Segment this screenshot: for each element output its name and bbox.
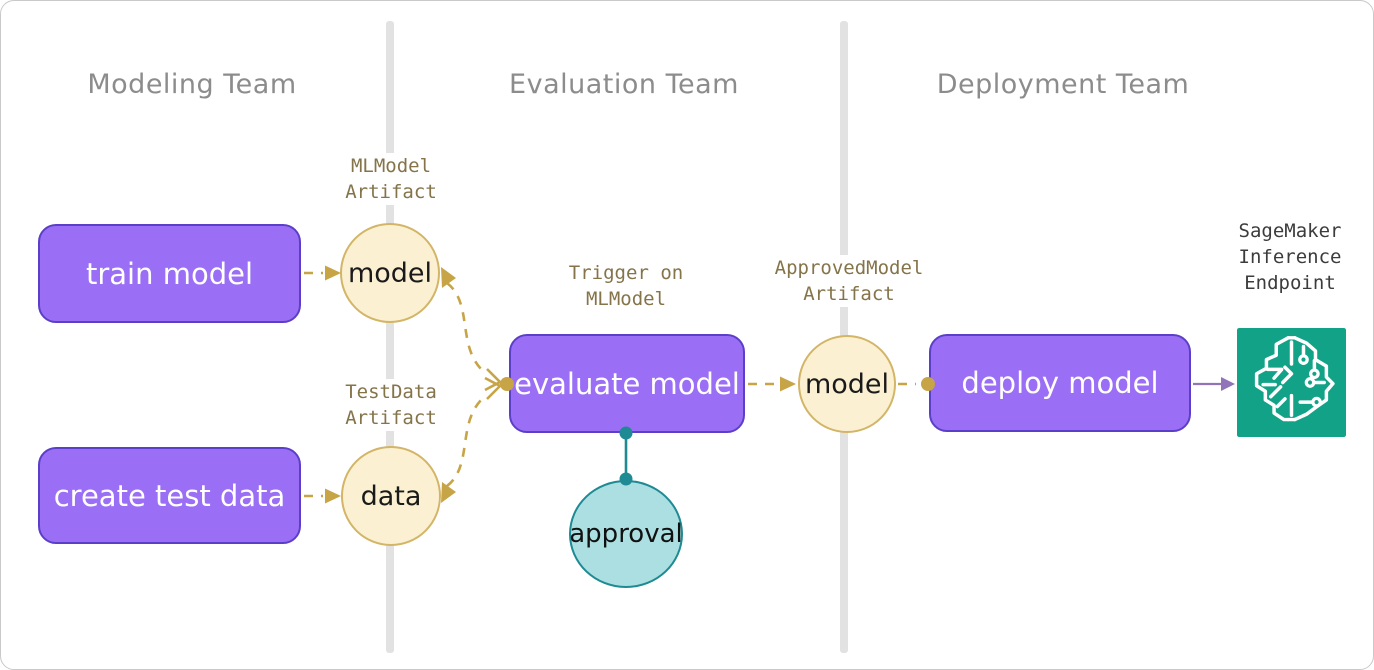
lane-title-deployment: Deployment Team bbox=[936, 69, 1190, 100]
deploy-model-label: deploy model bbox=[961, 366, 1159, 400]
task-node-train-model: train model bbox=[38, 224, 301, 323]
create-test-data-label: create test data bbox=[53, 478, 286, 513]
mlmodel-artifact-line2: Artifact bbox=[345, 181, 437, 203]
mlmodel-artifact-label: MLModel Artifact bbox=[342, 153, 440, 205]
edge-model-to-evaluate bbox=[441, 267, 503, 392]
artifact-node-model-1: model bbox=[340, 223, 440, 323]
approval-label: approval bbox=[569, 519, 683, 549]
task-node-deploy-model: deploy model bbox=[929, 334, 1191, 432]
approvedmodel-artifact-label: ApprovedModel Artifact bbox=[771, 255, 927, 307]
lane-title-evaluation: Evaluation Team bbox=[509, 69, 739, 100]
sagemaker-endpoint-line2: Inference bbox=[1238, 246, 1342, 268]
edge-deploy-to-endpoint bbox=[1193, 377, 1235, 391]
artifact-node-model-2: model bbox=[798, 335, 896, 433]
trigger-on-mlmodel-label: Trigger on MLModel bbox=[565, 260, 687, 312]
edge-create-to-data bbox=[304, 488, 341, 504]
edge-data-to-evaluate bbox=[441, 376, 503, 503]
train-model-label: train model bbox=[85, 256, 254, 291]
task-node-create-test-data: create test data bbox=[38, 447, 301, 544]
approvedmodel-line2: Artifact bbox=[803, 283, 895, 305]
lane-divider-1 bbox=[386, 21, 394, 653]
data-artifact-label: data bbox=[360, 480, 422, 512]
artifact-node-data: data bbox=[341, 446, 441, 546]
model-artifact-1-label: model bbox=[347, 257, 433, 289]
approval-node: approval bbox=[569, 480, 683, 588]
testdata-artifact-label: TestData Artifact bbox=[342, 379, 440, 431]
sagemaker-endpoint-label: SageMaker Inference Endpoint bbox=[1235, 218, 1345, 296]
sagemaker-endpoint-line3: Endpoint bbox=[1244, 272, 1336, 294]
trigger-line2: MLModel bbox=[585, 288, 667, 310]
testdata-artifact-line1: TestData bbox=[345, 381, 437, 403]
sagemaker-brain-icon bbox=[1237, 328, 1346, 437]
edge-train-to-model bbox=[304, 265, 341, 281]
approvedmodel-line1: ApprovedModel bbox=[774, 257, 924, 279]
evaluate-model-label: evaluate model bbox=[514, 366, 740, 401]
edge-evaluate-to-approval bbox=[619, 426, 633, 486]
edge-evaluate-to-approvedmodel bbox=[748, 376, 796, 392]
task-node-evaluate-model: evaluate model bbox=[509, 334, 745, 433]
trigger-line1: Trigger on bbox=[568, 262, 684, 284]
model-artifact-2-label: model bbox=[804, 368, 890, 400]
mlmodel-artifact-line1: MLModel bbox=[350, 155, 432, 177]
sagemaker-endpoint-line1: SageMaker bbox=[1238, 220, 1342, 242]
lane-title-modeling: Modeling Team bbox=[87, 69, 297, 100]
testdata-artifact-line2: Artifact bbox=[345, 407, 437, 429]
